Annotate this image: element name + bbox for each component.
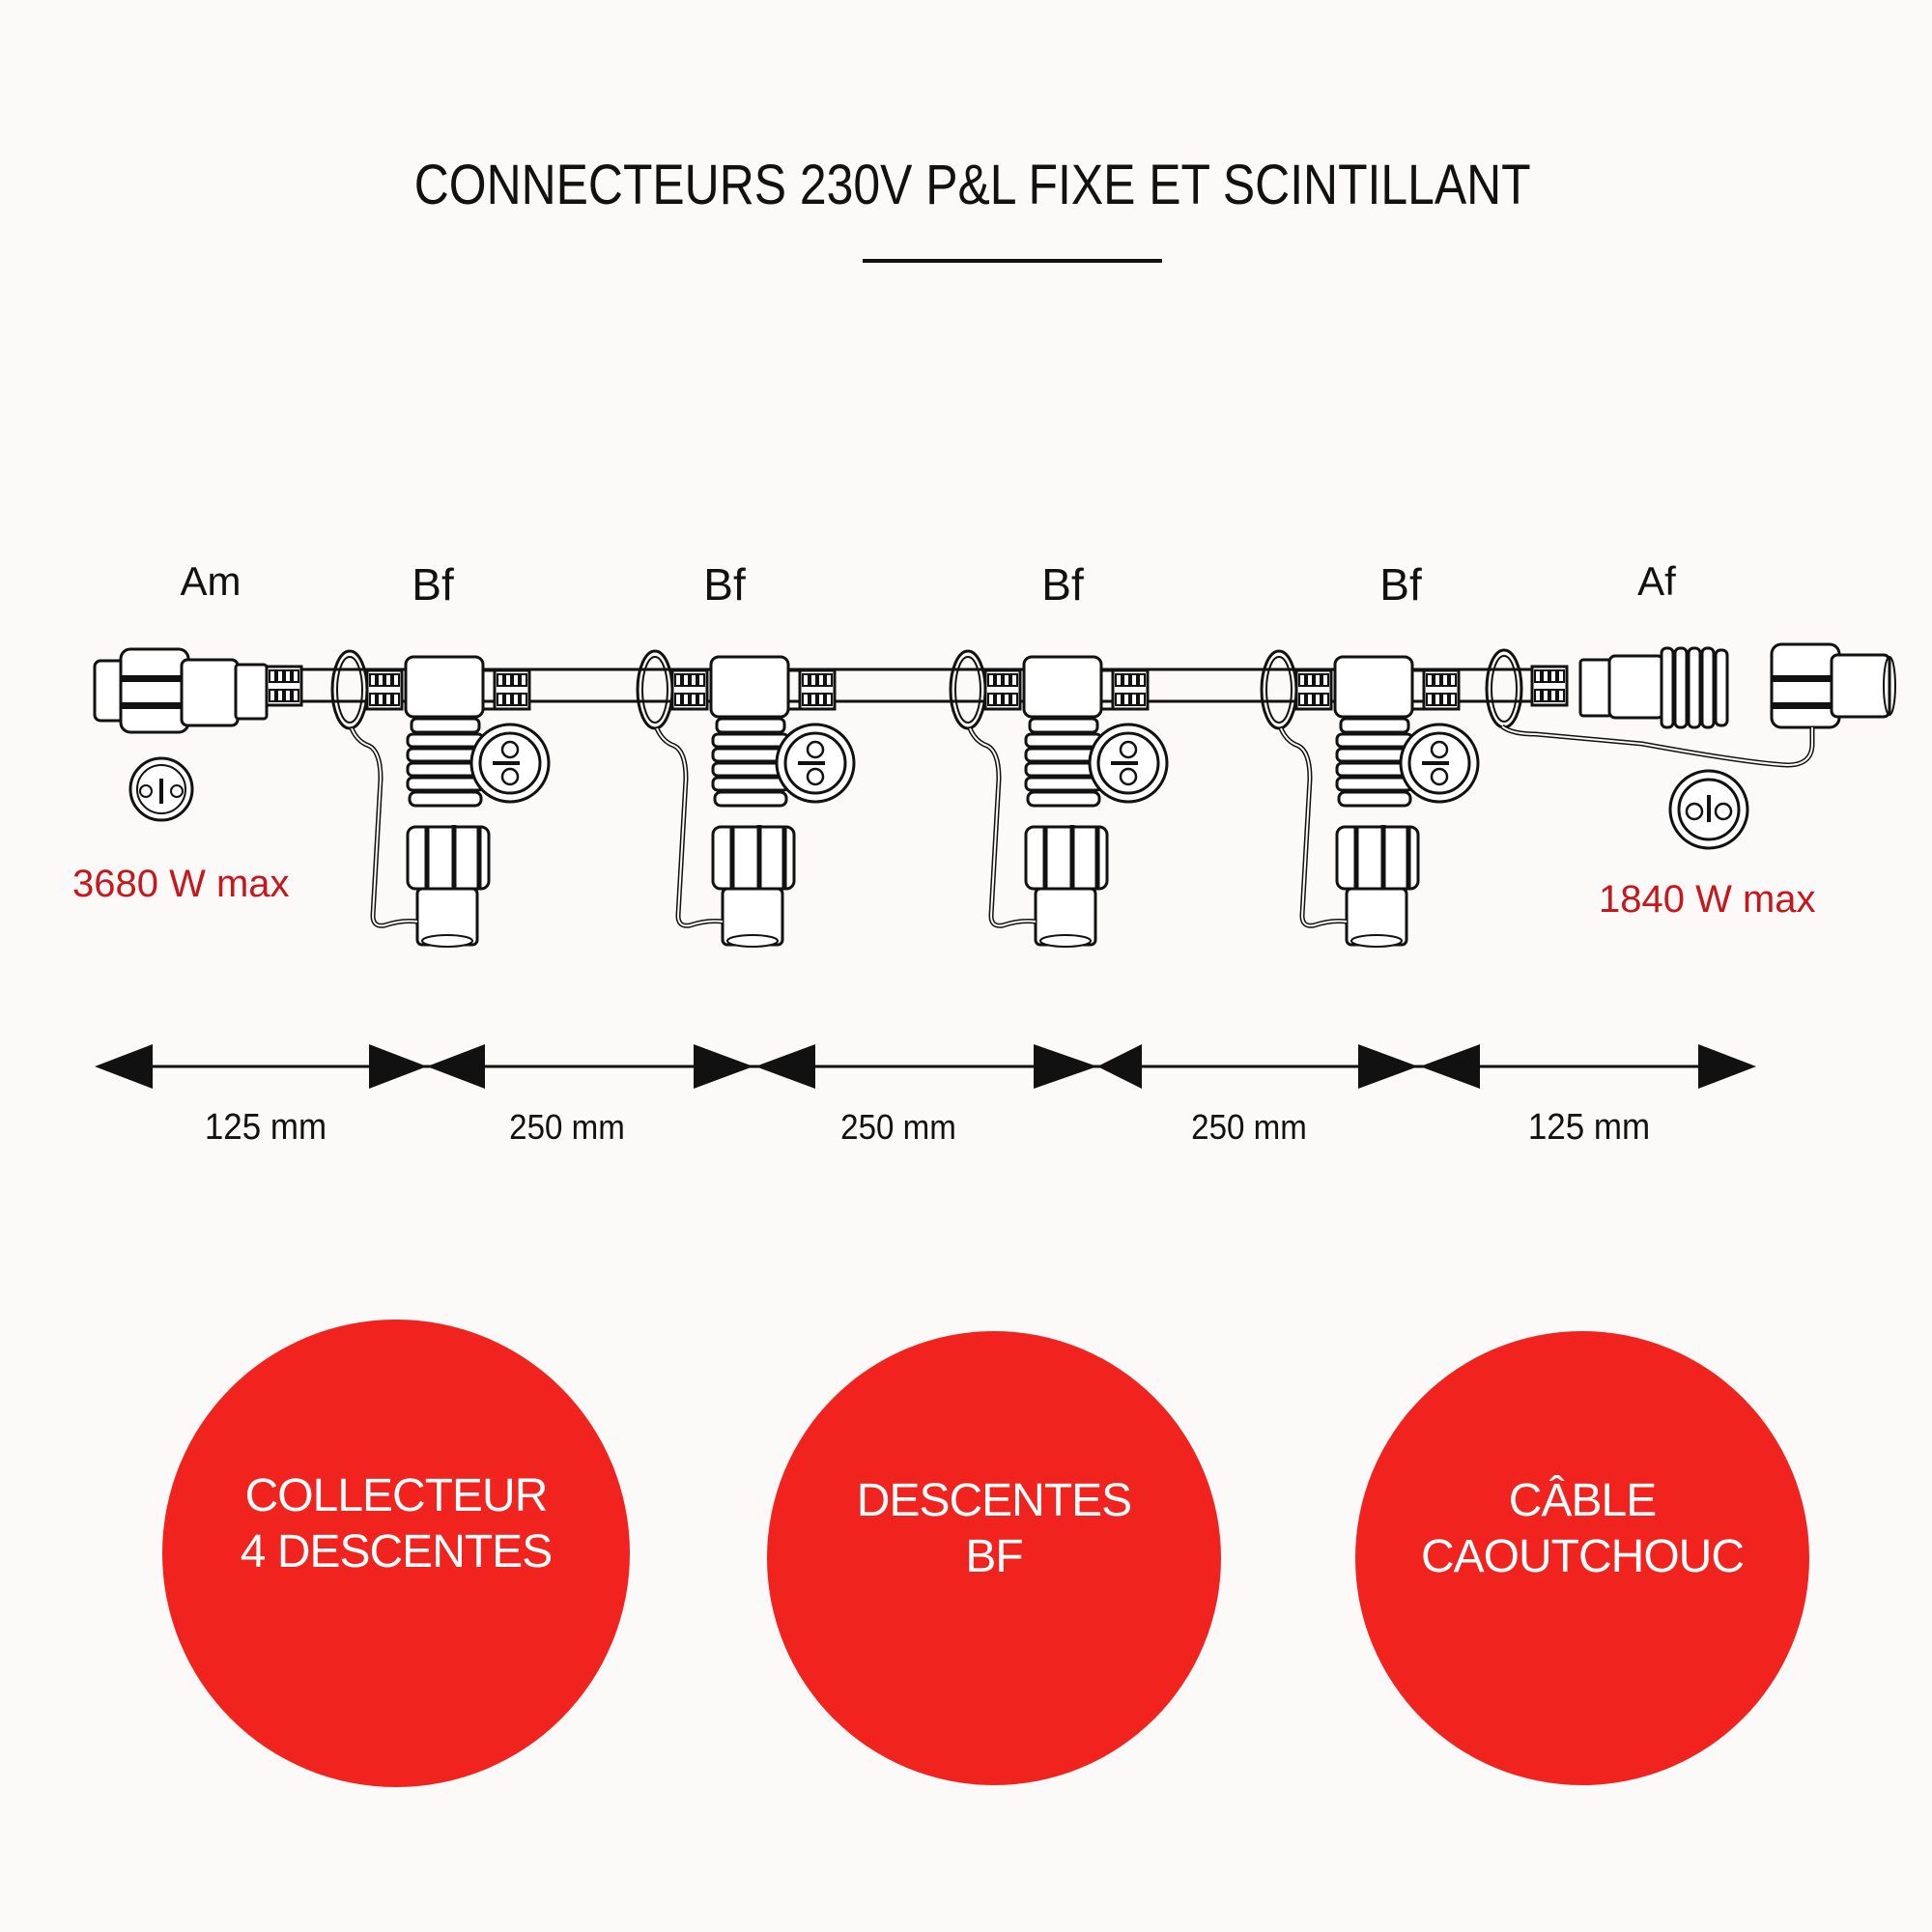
feature-badge-line1: COLLECTEUR	[244, 1470, 549, 1521]
feature-badge-line2: BF	[965, 1531, 1023, 1582]
dimension-label-4: 250 mm	[1191, 1107, 1307, 1147]
dimension-label-3: 250 mm	[840, 1107, 956, 1147]
connector-label-bf-3: Bf	[1041, 559, 1084, 610]
bf-connector-3	[951, 651, 1167, 947]
connector-label-bf-1: Bf	[412, 559, 454, 610]
dimension-line	[95, 1044, 1756, 1089]
connector-label-af: Af	[1637, 558, 1676, 604]
power-rating-left: 3680 W max	[72, 863, 290, 905]
dimension-label-5: 125 mm	[1527, 1107, 1651, 1148]
feature-badge-descentes: DESCENTES BF	[767, 1331, 1221, 1785]
feature-badge-cable: CÂBLE CAOUTCHOUC	[1355, 1331, 1809, 1785]
title-underline	[863, 259, 1162, 263]
power-rating-right: 1840 W max	[1599, 878, 1816, 921]
feature-badge-line1: CÂBLE	[1508, 1475, 1657, 1526]
af-female-connector	[1485, 642, 1896, 850]
connector-label-bf-2: Bf	[703, 559, 746, 610]
feature-badge-line2: 4 DESCENTES	[240, 1526, 553, 1577]
feature-badge-line1: DESCENTES	[856, 1475, 1132, 1526]
feature-badge-line2: CAOUTCHOUC	[1421, 1531, 1745, 1582]
connector-label-am: Am	[180, 558, 242, 604]
dimension-label-1: 125 mm	[204, 1107, 327, 1148]
feature-badge-collecteur: COLLECTEUR 4 DESCENTES	[162, 1320, 630, 1787]
connector-label-bf-4: Bf	[1379, 559, 1422, 610]
page-title: CONNECTEURS 230V P&L FIXE ET SCINTILLANT	[413, 154, 1531, 216]
bf-connector-2	[638, 651, 854, 947]
bf-connector-4	[1262, 651, 1478, 947]
dimension-label-2: 250 mm	[509, 1107, 625, 1147]
bf-connector-1	[332, 651, 549, 947]
am-male-connector	[93, 647, 314, 822]
